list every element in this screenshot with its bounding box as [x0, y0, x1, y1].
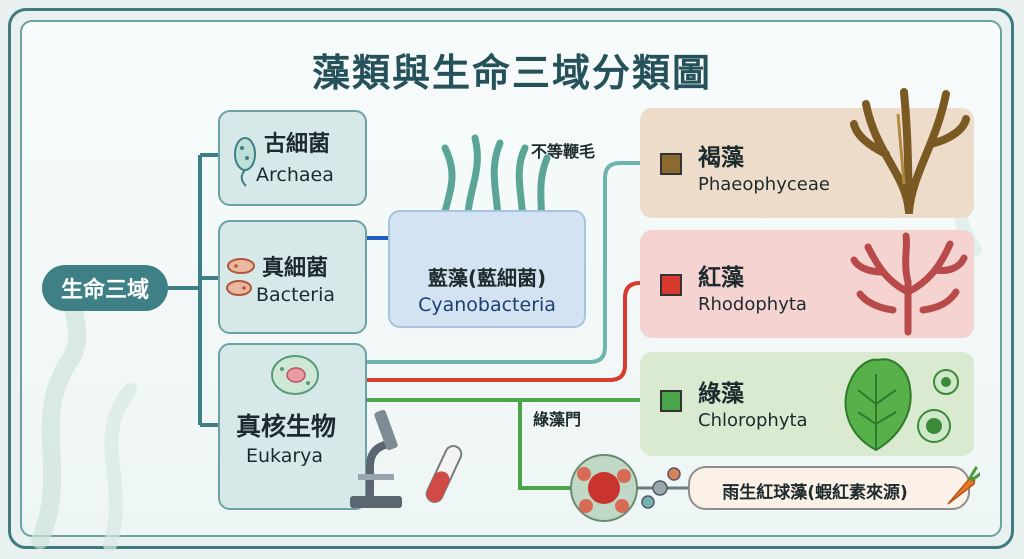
brown-zh: 褐藻: [698, 145, 744, 171]
green-algae-box: 綠藻 Chlorophyta: [640, 352, 974, 456]
eukarya-zh: 真核生物: [236, 412, 337, 441]
outer-frame: [8, 8, 1014, 549]
phylum-label: 綠藻門: [533, 410, 582, 429]
archaea-box: 古細菌 Archaea: [218, 110, 367, 206]
green-en: Chlorophyta: [698, 410, 808, 431]
green-zh: 綠藻: [698, 381, 744, 407]
eukarya-en: Eukarya: [246, 445, 324, 467]
eukaryotic-cell-icon: [271, 355, 319, 395]
test-tube-icon: [425, 445, 463, 503]
microscope-icon: [350, 409, 402, 508]
carrot-icon: [947, 466, 980, 505]
bacteria-box: 真細菌 Bacteria: [218, 220, 367, 334]
brown-seaweed-icon: [850, 88, 970, 214]
brown-en: Phaeophyceae: [698, 174, 830, 195]
cyanobacteria-box: 藍藻(藍細菌) Cyanobacteria: [388, 210, 586, 328]
eukarya-box: 真核生物 Eukarya: [218, 343, 367, 510]
archaea-zh: 古細菌: [264, 132, 331, 157]
haematococcus-cell-icon: [570, 454, 638, 522]
page-title: 藻類與生命三域分類圖: [311, 51, 712, 95]
bacteria-en: Bacteria: [256, 284, 335, 306]
bacteria-zh: 真細菌: [262, 256, 329, 281]
cyano-zh: 藍藻(藍細菌): [427, 266, 547, 290]
line-to-haemato: [518, 400, 570, 490]
green-swatch: [660, 390, 682, 412]
cyano-en: Cyanobacteria: [418, 294, 556, 316]
red-zh: 紅藻: [698, 265, 744, 291]
haematococcus-label: 雨生紅球藻(蝦紅素來源): [722, 483, 908, 503]
archaea-icon: [234, 137, 256, 187]
red-swatch: [660, 274, 682, 296]
red-en: Rhodophyta: [698, 294, 807, 315]
green-cells-icon: [917, 369, 959, 443]
brown-algae-box: 褐藻 Phaeophyceae: [640, 108, 974, 218]
haematococcus-box: 雨生紅球藻(蝦紅素來源): [688, 466, 970, 510]
brown-swatch: [660, 153, 682, 175]
archaea-en: Archaea: [256, 164, 334, 186]
bacteria-icon: [226, 258, 255, 296]
green-seaweed-icon: [844, 358, 912, 452]
root-node: 生命三域: [42, 265, 168, 311]
line-to-brown: [367, 161, 660, 364]
red-seaweed-icon: [850, 232, 968, 336]
line-to-red: [367, 281, 660, 382]
root-label: 生命三域: [60, 278, 149, 303]
flagella-label: 不等鞭毛: [531, 142, 596, 161]
